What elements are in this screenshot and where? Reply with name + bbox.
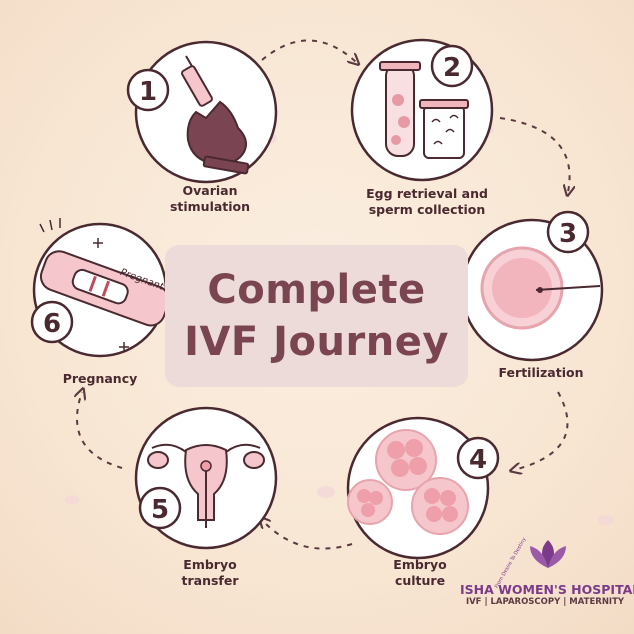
step-5: 5 (134, 406, 278, 550)
step-5-label: Embryo transfer (181, 557, 239, 588)
step-2: 2 (350, 38, 494, 182)
syringe-hand-icon (181, 55, 250, 175)
uterus-icon (147, 443, 265, 528)
step-1: 1 (126, 40, 278, 184)
step-4: 4 (346, 416, 500, 560)
arrow-3-to-4 (514, 391, 569, 470)
center-title-box: Complete IVF Journey (165, 245, 468, 387)
step-2-number: 2 (443, 53, 461, 83)
step-6-number: 6 (43, 309, 61, 339)
center-title-line-1: Complete (207, 267, 426, 313)
step-1-label: Ovarian stimulation (169, 183, 251, 214)
pregnancy-test-icon: Pregnant (39, 250, 170, 327)
step-4-number: 4 (469, 445, 487, 475)
brand-tagline: IVF | LAPAROSCOPY | MATERNITY (465, 597, 625, 607)
step-6: Pregnant 6 (30, 218, 170, 358)
step-6-badge (30, 300, 74, 344)
sparkle-icon (39, 218, 129, 352)
step-3-badge (546, 210, 590, 254)
test-tubes-icon (379, 61, 469, 159)
center-title-line-2: IVF Journey (184, 319, 449, 365)
connector-arrows (77, 39, 570, 550)
step-4-label: Embryo culture (393, 557, 447, 588)
step-2-label: Egg retrieval and sperm collection (366, 186, 488, 217)
step-2-badge (430, 44, 474, 88)
step-3-number: 3 (559, 219, 577, 249)
arrow-2-to-3 (499, 117, 570, 192)
brand-name: ISHA WOMEN'S HOSPITAL (460, 582, 634, 597)
embryo-cells-icon (347, 429, 469, 535)
brand-block: From Desire To Destiny ISHA WOMEN'S HOSP… (460, 537, 634, 607)
arrow-4-to-5 (262, 520, 353, 550)
step-3-label: Fertilization (498, 365, 584, 380)
step-1-number: 1 (139, 77, 157, 107)
lotus-icon (530, 540, 566, 568)
step-5-badge (138, 486, 182, 530)
arrow-5-to-6 (77, 392, 123, 469)
step-1-badge (126, 68, 170, 112)
step-5-number: 5 (151, 495, 169, 525)
step-6-label: Pregnancy (62, 371, 138, 386)
brand-logo-area: From Desire To Destiny (460, 537, 630, 590)
arrow-1-to-2 (261, 39, 356, 62)
step-4-badge (456, 436, 500, 480)
step-3: 3 (460, 210, 604, 362)
egg-injection-icon (480, 246, 601, 330)
